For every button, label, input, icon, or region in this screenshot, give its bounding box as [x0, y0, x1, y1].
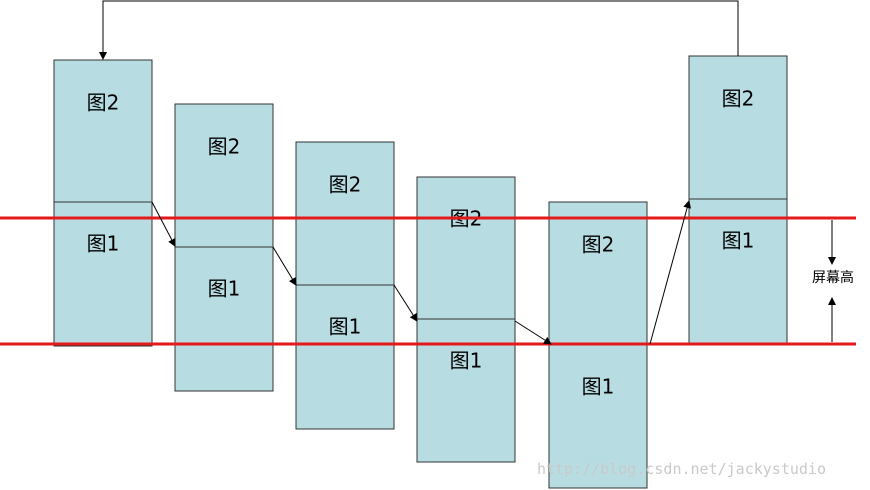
flow-arrow-2-to-3	[272, 246, 297, 286]
panel-2-top-label: 图2	[208, 135, 241, 159]
panel-5-bottom-label: 图1	[582, 375, 615, 399]
panel-6-bottom-label: 图1	[722, 229, 755, 253]
flow-arrow-1-to-2	[151, 201, 176, 247]
panel-4: 图2 图1	[416, 176, 516, 463]
panel-1-box	[53, 59, 153, 347]
panel-4-bottom-label: 图1	[450, 349, 483, 373]
panel-2-bottom-label: 图1	[208, 277, 241, 301]
flow-arrow-4-to-5	[514, 320, 552, 345]
watermark-text: http://blog.csdn.net/jackystudio	[537, 460, 826, 478]
panel-1: 图2 图1	[53, 59, 153, 347]
loop-back-arrow	[99, 0, 739, 60]
panel-1-bottom-label: 图1	[87, 232, 120, 256]
flow-arrow-5-to-6	[649, 200, 692, 345]
flow-arrow-3-to-4	[393, 284, 418, 322]
panel-3: 图2 图1	[295, 141, 395, 430]
panel-6-top-label: 图2	[722, 87, 755, 111]
panel-1-top-label: 图2	[87, 91, 120, 115]
panel-3-top-label: 图2	[329, 173, 362, 197]
panel-3-bottom-label: 图1	[329, 315, 362, 339]
screen-height-label: 屏幕高	[812, 269, 854, 286]
panel-6: 图2 图1	[688, 55, 788, 344]
panel-5-top-label: 图2	[582, 233, 615, 257]
panel-2: 图2 图1	[174, 103, 274, 392]
